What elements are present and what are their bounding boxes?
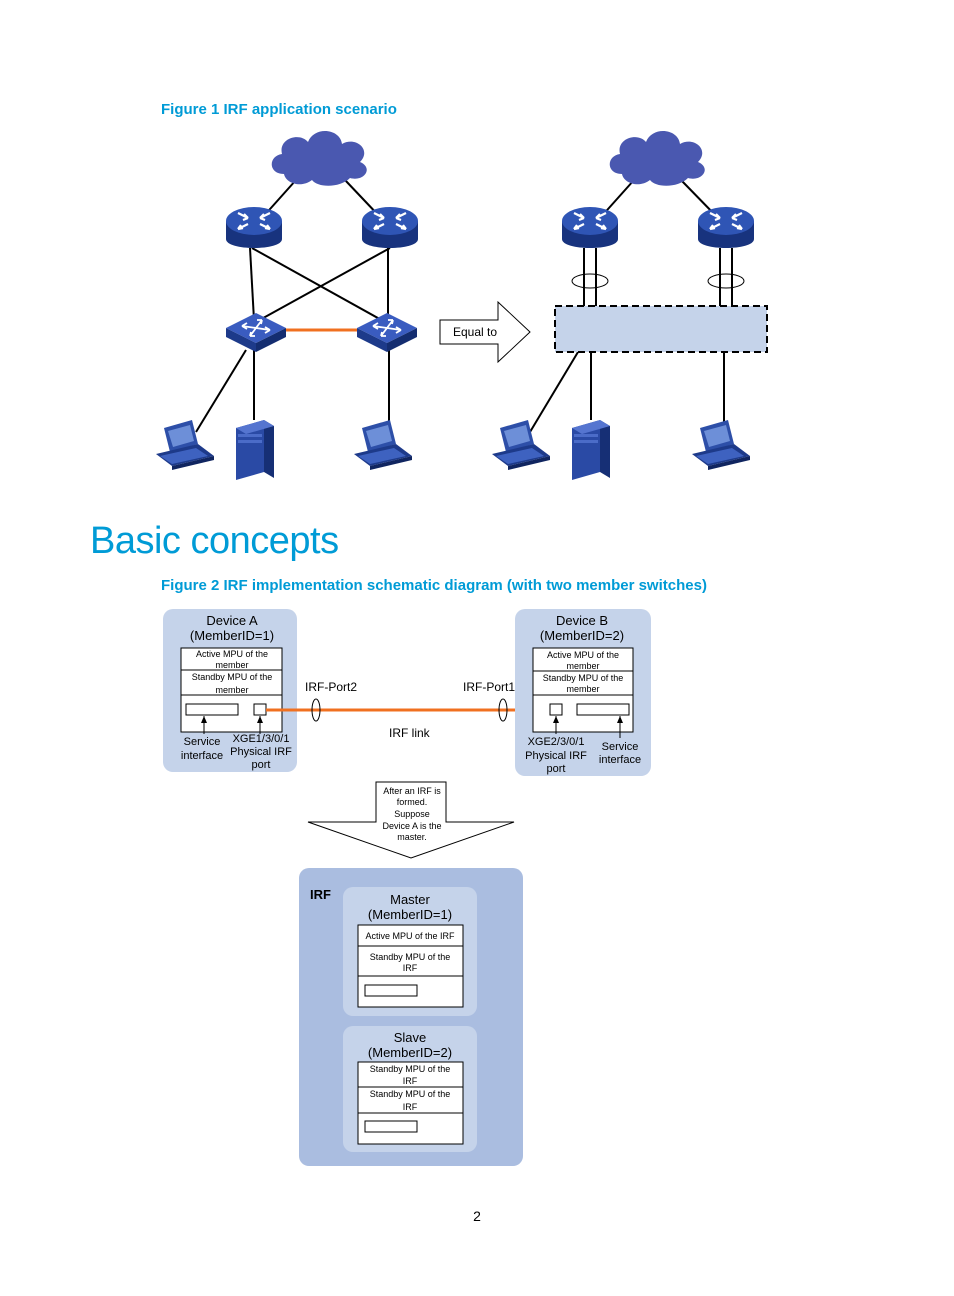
router-icon <box>224 205 284 250</box>
svg-text:Suppose: Suppose <box>394 809 430 819</box>
aggregation-ellipse <box>707 273 745 289</box>
figure-1-right-topology <box>492 130 768 480</box>
svg-text:port: port <box>547 763 566 775</box>
irf-link-label: IRF link <box>389 726 431 740</box>
figure-1-caption: Figure 1 IRF application scenario <box>161 101 397 118</box>
irf-port1-label: IRF-Port1 <box>463 680 515 694</box>
device-b-irf-port <box>549 703 563 716</box>
device-b-box <box>532 647 634 733</box>
device-b-active-mpu: Active MPU of the <box>547 650 619 660</box>
svg-text:member: member <box>566 661 599 671</box>
cloud-icon <box>609 130 705 186</box>
slave-title: Slave <box>394 1030 427 1045</box>
svg-text:port: port <box>252 759 271 771</box>
device-b-service-interface <box>576 703 630 716</box>
server-icon <box>236 420 274 480</box>
irf-link: IRF-Port2 IRF-Port1 IRF link <box>266 680 550 740</box>
device-a-service-interface <box>185 703 239 716</box>
slave-service-interface <box>364 1120 418 1133</box>
pc-icon <box>156 420 214 470</box>
pc-icon <box>354 420 412 470</box>
device-a-service-label: Service <box>184 736 221 748</box>
master-member-id: (MemberID=1) <box>368 907 452 922</box>
slave-member-id: (MemberID=2) <box>368 1045 452 1060</box>
svg-text:Physical IRF: Physical IRF <box>230 746 292 758</box>
pc-icon <box>492 420 550 470</box>
svg-text:member: member <box>215 685 248 695</box>
master-standby-mpu: Standby MPU of the <box>370 952 451 962</box>
formation-arrow: After an IRF is formed. Suppose Device A… <box>307 781 515 859</box>
slave-standby-mpu-2: Standby MPU of the <box>370 1089 451 1099</box>
svg-text:IRF: IRF <box>403 1102 418 1112</box>
device-b: Device B (MemberID=2) Active MPU of the … <box>515 609 651 776</box>
device-b-title: Device B <box>556 613 608 628</box>
device-a-irf-port <box>253 703 267 716</box>
device-a: Device A (MemberID=1) Active MPU of the … <box>163 609 297 772</box>
svg-text:Device A is the: Device A is the <box>382 821 441 831</box>
master-service-interface <box>364 984 418 997</box>
page-number: 2 <box>473 1208 481 1224</box>
router-icon <box>360 205 420 250</box>
device-b-standby-mpu: Standby MPU of the <box>543 673 624 683</box>
device-a-member-id: (MemberID=1) <box>190 628 274 643</box>
switch-icon <box>356 312 418 353</box>
device-a-box <box>180 647 283 733</box>
figure-2-caption: Figure 2 IRF implementation schematic di… <box>161 577 707 594</box>
svg-text:formed.: formed. <box>397 797 428 807</box>
formation-arrow-text: After an IRF is <box>383 786 441 796</box>
slave-standby-mpu-1: Standby MPU of the <box>370 1064 451 1074</box>
equal-to-label: Equal to <box>453 325 497 339</box>
irf-container: IRF Master (MemberID=1) Active MPU of th… <box>299 868 523 1166</box>
section-title: Basic concepts <box>90 520 339 562</box>
equal-to-arrow: Equal to <box>439 300 531 364</box>
device-b-port-label: XGE2/3/0/1 <box>528 736 585 748</box>
switch-icon <box>225 312 287 353</box>
topology-links <box>195 179 391 433</box>
server-icon <box>572 420 610 480</box>
svg-text:IRF: IRF <box>403 963 418 973</box>
router-icon <box>560 205 620 250</box>
pc-icon <box>692 420 750 470</box>
device-b-member-id: (MemberID=2) <box>540 628 624 643</box>
router-icon <box>696 205 756 250</box>
svg-text:IRF: IRF <box>403 1076 418 1086</box>
device-a-standby-mpu: Standby MPU of the <box>192 672 273 682</box>
master-active-mpu: Active MPU of the IRF <box>365 931 455 941</box>
svg-text:member: member <box>566 684 599 694</box>
irf-port2-label: IRF-Port2 <box>305 680 357 694</box>
device-a-port-label: XGE1/3/0/1 <box>233 733 290 745</box>
svg-text:interface: interface <box>181 750 223 762</box>
device-a-title: Device A <box>206 613 258 628</box>
figure-1-left-topology <box>156 130 420 480</box>
irf-label: IRF <box>310 887 331 902</box>
device-b-service-label: Service <box>602 741 639 753</box>
svg-text:Physical IRF: Physical IRF <box>525 750 587 762</box>
svg-text:master.: master. <box>397 832 427 842</box>
device-a-active-mpu: Active MPU of the <box>196 649 268 659</box>
cloud-icon <box>271 130 367 186</box>
irf-virtual-device <box>554 305 768 353</box>
master-title: Master <box>390 892 430 907</box>
svg-text:interface: interface <box>599 754 641 766</box>
aggregation-ellipse <box>571 273 609 289</box>
svg-text:member: member <box>215 660 248 670</box>
